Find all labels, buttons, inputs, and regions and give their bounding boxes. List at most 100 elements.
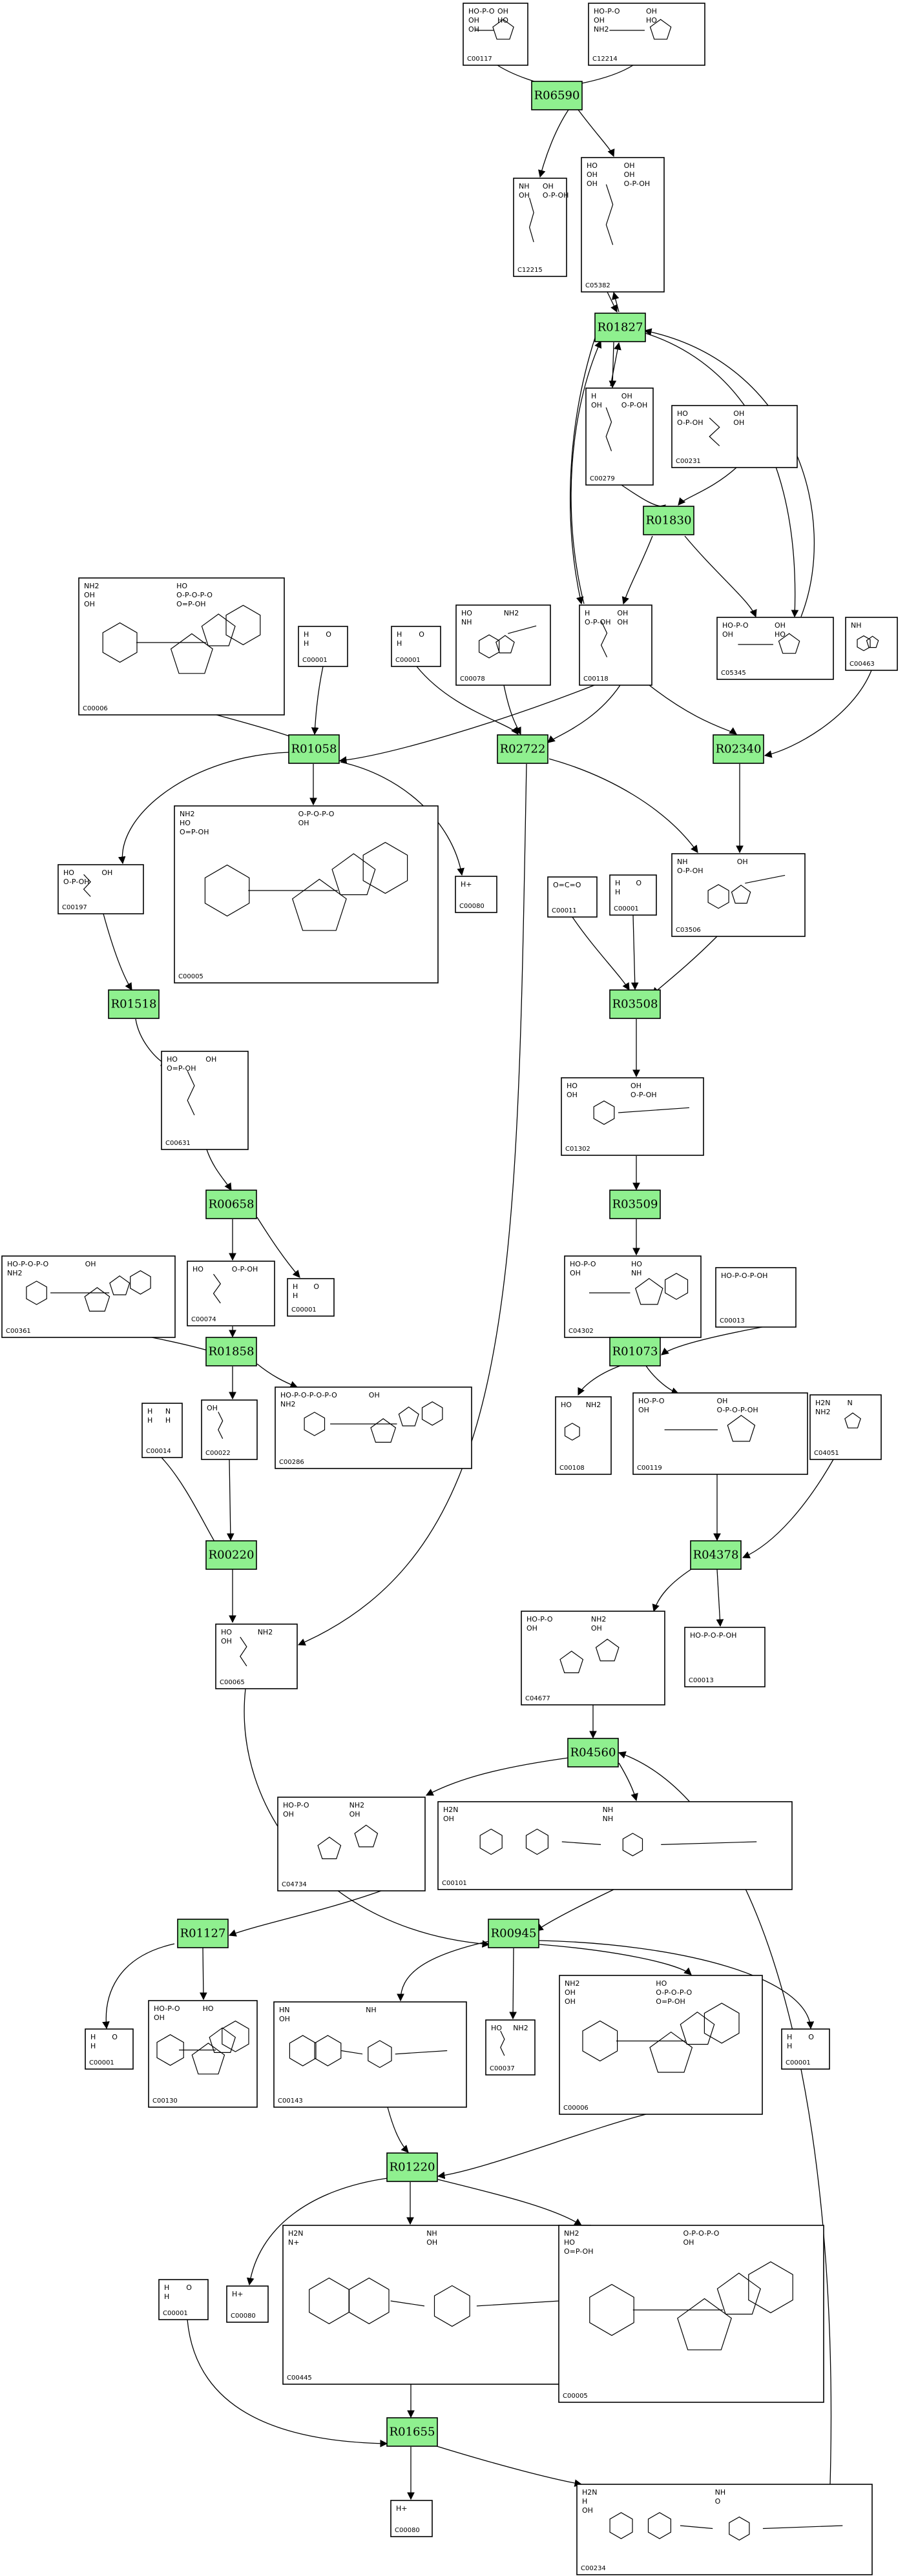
atom-label: H	[591, 392, 596, 400]
atom-label: O-P-O-P-O	[656, 1988, 692, 1997]
atom-label: OH	[349, 1810, 360, 1819]
atom-label: HO	[656, 1979, 667, 1988]
atom-label: HO	[193, 1265, 203, 1273]
atom-label: OH	[154, 2014, 165, 2022]
reaction-node[interactable]: R00220	[205, 1540, 257, 1570]
reaction-label: R01655	[390, 2426, 435, 2439]
compound-id: C00001	[291, 1306, 317, 1314]
reaction-edge	[539, 1944, 692, 1975]
atom-label: NH	[851, 621, 862, 630]
reaction-node[interactable]: R03509	[609, 1190, 661, 1219]
reaction-node[interactable]: R02722	[497, 734, 548, 764]
reaction-edge	[742, 1459, 834, 1559]
reaction-node[interactable]: R04560	[567, 1738, 619, 1767]
reaction-edge	[645, 1365, 680, 1395]
reaction-box[interactable]	[594, 313, 646, 342]
reaction-node[interactable]: R00658	[205, 1190, 257, 1219]
reaction-node[interactable]: R01827	[594, 313, 646, 342]
reaction-box[interactable]	[386, 2417, 438, 2447]
reaction-box[interactable]	[643, 506, 694, 535]
atom-label: HO-P-O	[283, 1801, 309, 1809]
reaction-node[interactable]: R01518	[108, 989, 160, 1019]
reaction-box[interactable]	[108, 989, 160, 1019]
compound-box	[158, 2279, 209, 2320]
compound-box	[390, 2500, 433, 2537]
compound-box	[576, 2484, 873, 2575]
reaction-box[interactable]	[609, 1190, 661, 1219]
compound-id: C00001	[786, 2059, 811, 2066]
reaction-box[interactable]	[609, 989, 661, 1019]
reaction-edge	[102, 1943, 175, 2030]
reaction-edge	[547, 685, 621, 743]
compound-id: C00080	[459, 903, 485, 910]
reaction-box[interactable]	[531, 81, 583, 110]
reaction-edge	[425, 1757, 569, 1796]
reaction-node[interactable]: R04378	[690, 1540, 742, 1570]
reaction-node[interactable]: R01220	[386, 2152, 438, 2182]
atom-label: OH	[737, 858, 748, 866]
compound-id: C12214	[592, 56, 618, 63]
reaction-node[interactable]: R01655	[386, 2417, 438, 2447]
compound-box	[561, 1077, 704, 1156]
compound-box	[671, 853, 806, 937]
atom-label: OH	[722, 630, 733, 639]
reaction-node[interactable]: R06590	[531, 81, 583, 110]
reaction-box[interactable]	[205, 1190, 257, 1219]
atom-label: OH	[775, 621, 786, 630]
reaction-box[interactable]	[177, 1919, 229, 1948]
reaction-box[interactable]	[713, 734, 764, 764]
atom-label: HO	[491, 2024, 502, 2032]
reaction-box[interactable]	[386, 2152, 438, 2182]
atom-label: HO-P-O-P-O	[7, 1260, 48, 1268]
reaction-node[interactable]: R01858	[205, 1337, 257, 1366]
atom-label: OH	[207, 1404, 218, 1412]
reaction-label: R00220	[209, 1549, 255, 1562]
compound-id: C00080	[231, 2313, 256, 2320]
reaction-edge	[678, 467, 737, 506]
reaction-edge	[612, 291, 620, 313]
reaction-node[interactable]: R03508	[609, 989, 661, 1019]
reaction-box[interactable]	[205, 1337, 257, 1366]
reaction-box[interactable]	[609, 1337, 661, 1366]
reaction-node[interactable]: R01830	[643, 506, 694, 535]
reaction-node[interactable]: R01073	[609, 1337, 661, 1366]
reaction-node[interactable]: R01058	[288, 734, 340, 764]
reaction-edge	[416, 666, 519, 735]
compound-box	[78, 577, 285, 716]
atom-label: HO	[167, 1055, 178, 1064]
atom-label: HO	[461, 609, 472, 617]
atom-label: OH	[638, 1406, 649, 1414]
reaction-box[interactable]	[690, 1540, 742, 1570]
compound-id: C12215	[517, 267, 543, 274]
reaction-box[interactable]	[288, 734, 340, 764]
reaction-node[interactable]: R00945	[488, 1919, 539, 1948]
compound-id: C04302	[568, 1328, 594, 1335]
reaction-box[interactable]	[488, 1919, 539, 1948]
reaction-box[interactable]	[567, 1738, 619, 1767]
atom-label: O	[715, 2497, 721, 2506]
compound-box	[1, 1255, 176, 1338]
compound-box	[521, 1611, 665, 1705]
atom-label: NH	[461, 618, 472, 626]
atom-label: O	[808, 2033, 814, 2041]
compound-id: C00143	[278, 2097, 303, 2105]
atom-label: HO	[587, 161, 598, 170]
reaction-node[interactable]: R02340	[713, 734, 764, 764]
reaction-label: R01827	[598, 321, 643, 335]
reaction-box[interactable]	[205, 1540, 257, 1570]
compound-id: C00013	[720, 1317, 745, 1324]
compound-id: C03506	[676, 927, 701, 934]
reaction-edge	[661, 1326, 763, 1355]
reaction-box[interactable]	[497, 734, 548, 764]
reaction-node[interactable]: R01127	[177, 1919, 229, 1948]
reaction-edge	[536, 1889, 614, 1932]
